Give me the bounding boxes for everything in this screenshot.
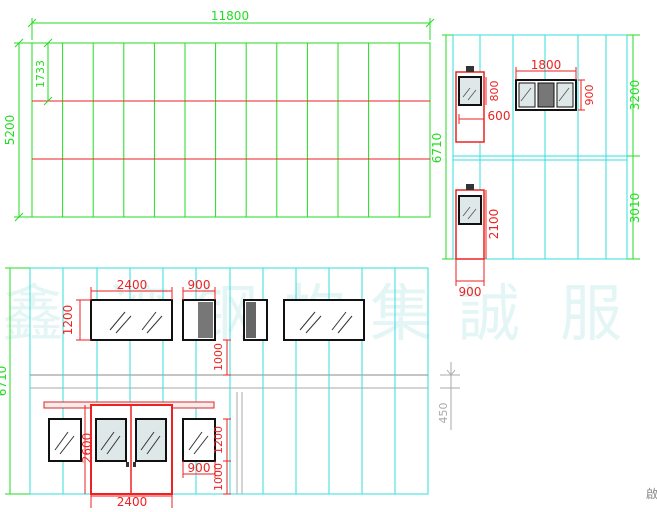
dim-front-window-width — [90, 287, 173, 300]
door-glass-left — [95, 418, 127, 462]
dim-side-door-width — [455, 259, 485, 286]
dim-side-window-height — [578, 79, 585, 111]
dim-label-front-lower-window-width: 900 — [188, 461, 211, 475]
roof-panel-lines — [62, 43, 400, 217]
dim-front-height — [5, 267, 30, 495]
dim-label-side-door-glass-height: 800 — [488, 81, 501, 102]
front-upper-window-left — [90, 299, 173, 341]
door-glass-right — [135, 418, 167, 462]
dim-side-levels — [627, 34, 640, 260]
dim-label-side-window-width: 1800 — [531, 58, 562, 72]
dim-side-height — [442, 34, 453, 260]
dim-front-small-width — [182, 287, 216, 300]
dim-label-front-door-width: 2400 — [117, 495, 148, 509]
dim-label-roof-width: 11800 — [211, 9, 249, 23]
dim-front-door-width — [90, 494, 173, 508]
dim-roof-height — [14, 38, 32, 222]
watermark-char-1: 鑫 — [2, 277, 64, 350]
dim-side-door-glass-width — [458, 114, 484, 124]
side-upper-door-glass — [458, 76, 482, 106]
dim-label-front-sill-lower: 1000 — [212, 463, 225, 491]
door-handle-right-icon — [133, 462, 136, 467]
dim-label-side-door-glass-width: 600 — [488, 109, 511, 123]
dim-label-front-height: 6710 — [0, 366, 9, 397]
front-upper-window-right — [283, 299, 365, 341]
dim-label-front-window-width: 2400 — [117, 278, 148, 292]
watermark: 鑫 湾 钢 构 集 誠 服 — [2, 277, 622, 350]
dim-label-lower-height: 3010 — [628, 193, 642, 224]
dim-label-roof-strip: 1733 — [34, 60, 47, 88]
dim-front-window-height — [76, 299, 91, 341]
dim-label-side-window-height: 900 — [583, 85, 596, 106]
side-lower-door-glass — [458, 195, 482, 225]
side-lower-door-light-icon — [466, 184, 474, 190]
corner-text: 啟 系 — [646, 486, 657, 501]
dim-front-450 — [440, 362, 460, 430]
dim-label-front-450: 450 — [437, 403, 450, 424]
dim-front-sill-lower — [223, 461, 231, 495]
watermark-char-7: 服 — [560, 277, 622, 350]
dim-side-window-width — [515, 67, 577, 80]
dim-label-front-window-height: 1200 — [61, 305, 75, 336]
side-outline — [452, 34, 628, 260]
dim-front-lower-window-width — [182, 461, 216, 478]
dim-roof-strip — [43, 38, 53, 106]
side-upper-door-light-icon — [466, 66, 474, 72]
roof-outline — [31, 42, 431, 218]
dim-label-front-door-height: 2600 — [80, 433, 94, 464]
watermark-char-6: 誠 — [458, 277, 520, 350]
dim-label-front-small-width: 900 — [188, 278, 211, 292]
watermark-char-5: 集 — [370, 277, 432, 350]
door-handle-left-icon — [126, 462, 129, 467]
front-lower-window-left — [48, 418, 82, 462]
dim-label-roof-height: 5200 — [3, 115, 17, 146]
side-elevation: 1800 900 800 600 2100 90 — [430, 34, 642, 299]
dim-label-front-lower-window-height: 1200 — [212, 426, 225, 454]
dim-label-upper-height: 3200 — [628, 80, 642, 111]
front-elevation: 2400 900 1200 1000 — [0, 267, 460, 509]
front-lower-window-right — [182, 418, 216, 462]
dim-front-sill-upper — [223, 339, 231, 376]
dim-label-front-sill-upper: 1000 — [212, 343, 225, 371]
roof-plan: 11800 5200 1733 — [3, 9, 435, 222]
dim-roof-width — [27, 18, 435, 40]
dim-label-side-door-width: 900 — [459, 285, 482, 299]
dim-label-side-height: 6710 — [430, 133, 444, 164]
dim-label-side-door-height: 2100 — [487, 209, 501, 240]
